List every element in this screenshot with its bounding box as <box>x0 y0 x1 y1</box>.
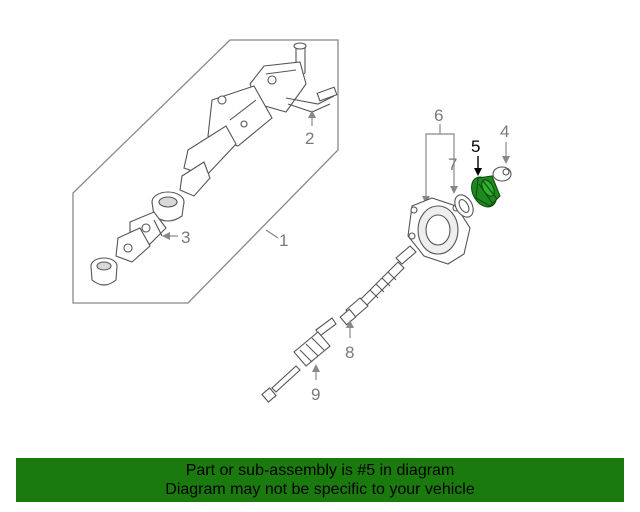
callout-9-arrowhead <box>312 364 320 372</box>
housing-cover-part <box>407 197 471 265</box>
column-assembly-box <box>72 39 339 304</box>
callout-9-label: 9 <box>311 385 320 404</box>
highlighted-part-5 <box>471 175 501 208</box>
column-cover-part <box>151 191 185 222</box>
steering-column-part <box>179 42 338 197</box>
banner-part-line: Part or sub-assembly is #5 in diagram <box>185 462 455 479</box>
callout-7-arrowhead <box>450 186 458 194</box>
cap-part <box>492 166 512 182</box>
banner-disclaimer-line: Diagram may not be specific to your vehi… <box>165 481 475 498</box>
callout-5-label: 5 <box>471 137 480 156</box>
seal-ring-part <box>454 194 474 218</box>
callout-7-label: 7 <box>448 155 457 174</box>
callout-3-arrowhead <box>162 232 170 240</box>
part-info-banner: Part or sub-assembly is #5 in diagram Di… <box>16 458 624 502</box>
callout-8-label: 8 <box>345 343 354 362</box>
callout-4-arrowhead <box>502 156 510 164</box>
steering-column-diagram: 1 2 3 4 5 6 7 8 9 <box>72 39 512 404</box>
callout-1-label: 1 <box>279 231 288 250</box>
universal-joint-part <box>115 211 167 263</box>
intermediate-shaft-part <box>339 245 417 326</box>
callout-2-label: 2 <box>305 129 314 148</box>
callout-5-arrowhead <box>474 168 482 176</box>
callout-2-arrowhead <box>308 110 316 118</box>
callout-3-label: 3 <box>181 228 190 247</box>
callout-4-label: 4 <box>500 122 509 141</box>
callout-6-label: 6 <box>434 106 443 125</box>
callout-8-arrowhead <box>346 320 354 328</box>
callout-1-leader <box>265 229 279 239</box>
lower-shaft-part <box>261 317 337 403</box>
lower-boot-part <box>90 257 118 286</box>
